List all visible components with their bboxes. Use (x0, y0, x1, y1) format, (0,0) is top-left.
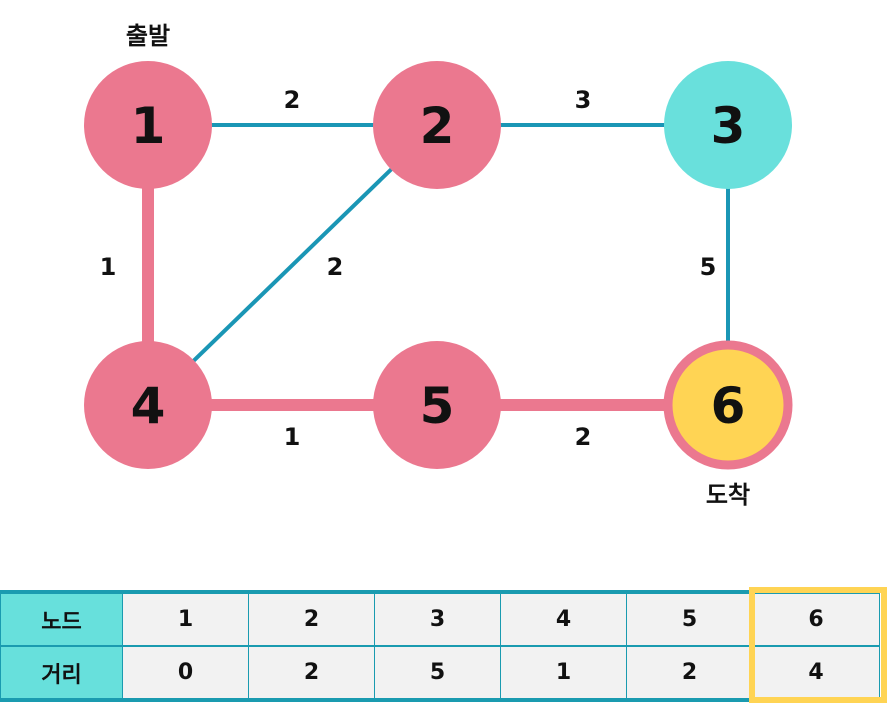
node-2: 2 (373, 61, 501, 189)
node-row: 노드 1 2 3 4 5 6 (0, 590, 880, 647)
node-label-2: 2 (420, 97, 455, 155)
edge-weight-1-2: 2 (284, 86, 301, 114)
distance-cell-4: 1 (500, 646, 627, 702)
distance-cell-1: 0 (122, 646, 249, 702)
node-circle-2 (373, 61, 501, 189)
node-label-3: 3 (711, 97, 746, 155)
node-cell-1: 1 (122, 590, 249, 647)
node-5: 5 (373, 341, 501, 469)
edge-2-4 (146, 123, 439, 407)
node-cell-6: 6 (752, 590, 880, 647)
node-label-5: 5 (420, 377, 455, 435)
node-cell-2: 2 (248, 590, 375, 647)
node-circle-1 (84, 61, 212, 189)
start-label: 출발 (126, 22, 170, 50)
distance-cell-3: 5 (374, 646, 501, 702)
distance-cell-2: 2 (248, 646, 375, 702)
distance-table: 노드 1 2 3 4 5 6 거리 0 2 5 1 2 4 (0, 590, 880, 702)
edge-weight-4-5: 1 (284, 423, 301, 451)
edge-weights: 2 3 1 2 5 1 2 (100, 86, 717, 451)
node-label-4: 4 (131, 377, 166, 435)
node-label-6: 6 (711, 377, 746, 435)
node-circle-6 (663, 340, 793, 470)
node-header: 노드 (0, 590, 123, 647)
node-cell-3: 3 (374, 590, 501, 647)
node-1: 1 (84, 61, 212, 189)
node-6: 6 (663, 340, 793, 470)
end-label: 도착 (706, 481, 750, 509)
distance-cell-6: 4 (752, 646, 880, 702)
node-cell-5: 5 (626, 590, 753, 647)
node-circle-3 (664, 61, 792, 189)
node-circle-4 (84, 341, 212, 469)
edge-weight-5-6: 2 (575, 423, 592, 451)
distance-header: 거리 (0, 646, 123, 702)
distance-row: 거리 0 2 5 1 2 4 (0, 646, 880, 702)
node-4: 4 (84, 341, 212, 469)
nodes: 1 2 3 4 5 6 (84, 61, 793, 470)
node-3: 3 (664, 61, 792, 189)
node-label-1: 1 (131, 97, 166, 155)
edge-weight-2-4: 2 (327, 253, 344, 281)
edge-weight-1-4: 1 (100, 253, 117, 281)
node-cell-4: 4 (500, 590, 627, 647)
edge-weight-3-6: 5 (700, 253, 717, 281)
graph-diagram: 2 3 1 2 5 1 2 1 2 3 4 5 6 출발 도착 (84, 22, 793, 509)
edge-weight-2-3: 3 (575, 86, 592, 114)
node-circle-5 (373, 341, 501, 469)
distance-cell-5: 2 (626, 646, 753, 702)
